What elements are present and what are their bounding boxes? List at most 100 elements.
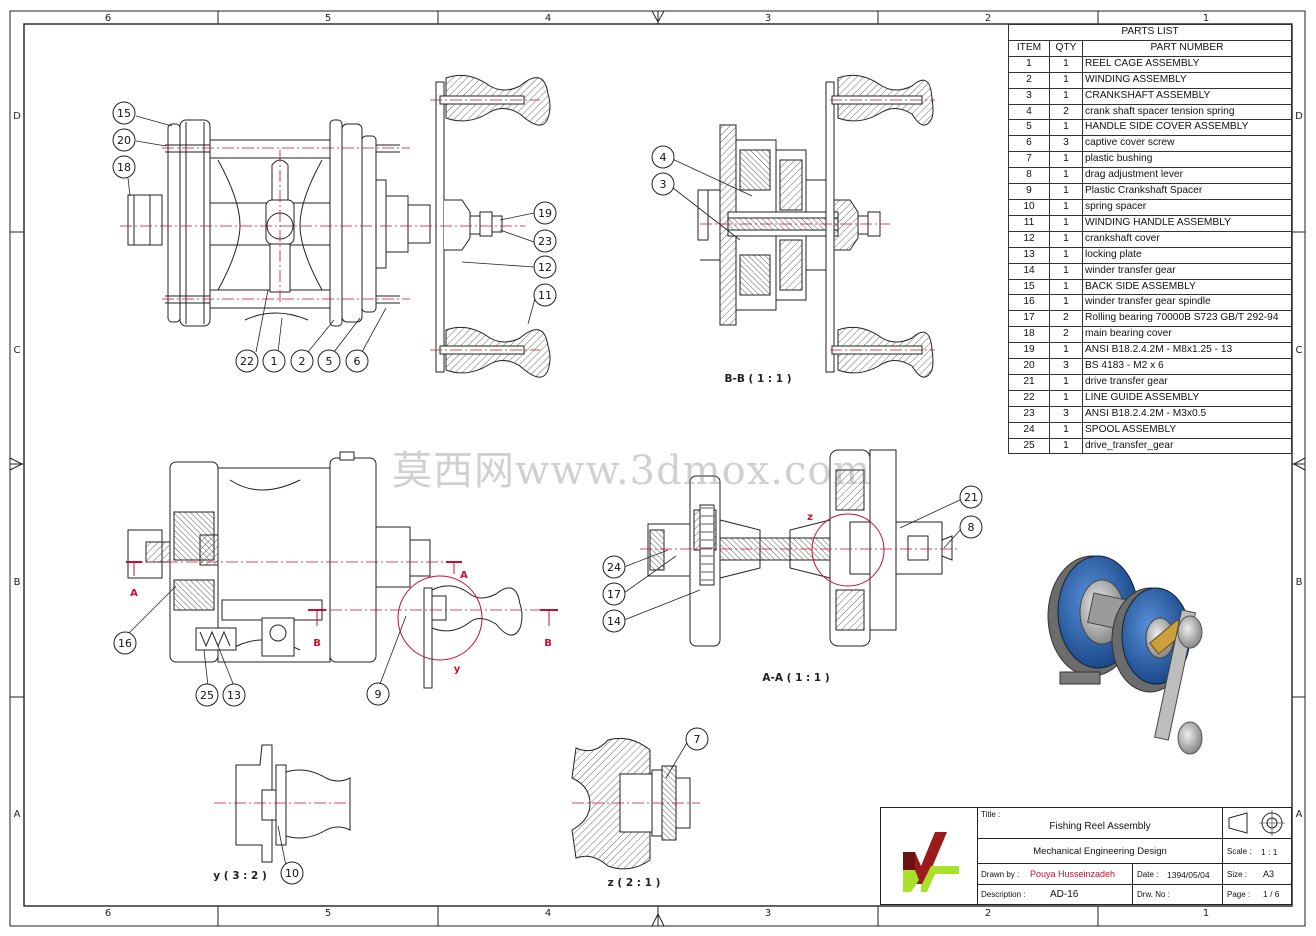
zone-top-3: 3: [765, 13, 771, 24]
svg-text:11: 11: [538, 289, 552, 302]
svg-text:10: 10: [285, 867, 299, 880]
detail-circle-y: [397, 575, 483, 661]
parts-qty-cell: 1: [1049, 342, 1083, 360]
parts-number-cell: BS 4183 - M2 x 6: [1082, 358, 1292, 375]
title-cell: Title : Fishing Reel Assembly: [977, 807, 1223, 839]
parts-item-cell: 16: [1008, 294, 1050, 312]
parts-number-cell: SPOOL ASSEMBLY: [1082, 421, 1292, 439]
section-bb: [697, 74, 934, 378]
parts-qty-cell: 2: [1049, 326, 1083, 344]
parts-item-cell: 17: [1008, 310, 1050, 328]
size-value: A3: [1263, 869, 1275, 879]
parts-header-part-number: PART NUMBER: [1082, 39, 1292, 57]
balloon-12: 12: [533, 255, 557, 279]
parts-number-cell: HANDLE SIDE COVER ASSEMBLY: [1082, 119, 1292, 137]
parts-item-cell: 19: [1008, 342, 1050, 360]
parts-qty-cell: 1: [1049, 373, 1083, 391]
svg-text:4: 4: [660, 151, 667, 164]
zone-bottom-1: 1: [1203, 908, 1209, 919]
svg-text:6: 6: [354, 355, 361, 368]
parts-qty-cell: 3: [1049, 135, 1083, 153]
balloon-6: 6: [345, 349, 369, 373]
parts-item-cell: 20: [1008, 358, 1050, 375]
balloon-16: 16: [113, 631, 137, 655]
parts-qty-cell: 1: [1049, 421, 1083, 439]
parts-qty-cell: 1: [1049, 87, 1083, 105]
description-label: Description :: [981, 890, 1026, 899]
drawing-number-cell: Drw. No :: [1132, 884, 1223, 905]
parts-item-cell: 12: [1008, 230, 1050, 248]
parts-number-cell: winder transfer gear: [1082, 262, 1292, 280]
svg-text:17: 17: [607, 588, 621, 601]
view-label-bb: B-B ( 1 : 1 ): [724, 373, 791, 385]
parts-header-qty: QTY: [1049, 39, 1083, 57]
scale-cell: Scale : 1 : 1: [1222, 838, 1292, 864]
zone-labels: 6 5 4 3 2 1 6 5 4 3 2 1 D C B A D C B A: [13, 13, 1303, 919]
balloon-22: 22: [235, 349, 259, 373]
parts-item-cell: 10: [1008, 198, 1050, 216]
parts-qty-cell: 1: [1049, 214, 1083, 232]
leader-lines: [127, 115, 963, 867]
balloon-3: 3: [651, 172, 675, 196]
view-label-aa: A-A ( 1 : 1 ): [762, 672, 829, 684]
parts-item-cell: 9: [1008, 183, 1050, 200]
parts-item-cell: 13: [1008, 246, 1050, 264]
svg-text:25: 25: [200, 689, 214, 702]
parts-qty-cell: 1: [1049, 246, 1083, 264]
zone-left-b: B: [14, 577, 21, 588]
parts-number-cell: drive_transfer_gear: [1082, 437, 1292, 455]
parts-qty-cell: 1: [1049, 55, 1083, 73]
sheet-frame: [9, 10, 1306, 927]
size-label: Size :: [1227, 870, 1248, 879]
parts-item-cell: 5: [1008, 119, 1050, 137]
detail-label-y: y: [454, 664, 461, 675]
parts-qty-cell: 1: [1049, 119, 1083, 137]
cut-label-b-left: B: [313, 638, 321, 649]
parts-item-cell: 21: [1008, 373, 1050, 391]
parts-list-title: PARTS LIST: [1008, 24, 1292, 41]
svg-text:7: 7: [694, 733, 701, 746]
parts-number-cell: REEL CAGE ASSEMBLY: [1082, 55, 1292, 73]
balloon-17: 17: [602, 582, 626, 606]
balloon-23: 23: [533, 229, 557, 253]
balloon-24: 24: [602, 555, 626, 579]
detail-z-view: [571, 737, 691, 870]
parts-item-cell: 4: [1008, 103, 1050, 121]
title-block: Title : Fishing Reel Assembly Mechanical…: [880, 807, 1292, 905]
date-label: Date :: [1137, 870, 1159, 879]
detail-label-z: z: [807, 512, 813, 523]
parts-number-cell: crankshaft cover: [1082, 230, 1292, 248]
balloon-1: 1: [262, 349, 286, 373]
svg-text:9: 9: [375, 688, 382, 701]
svg-text:15: 15: [117, 107, 131, 120]
detail-circle-z: [811, 513, 885, 587]
balloon-13: 13: [222, 683, 246, 707]
balloon-14: 14: [602, 609, 626, 633]
parts-item-cell: 7: [1008, 151, 1050, 169]
parts-qty-cell: 3: [1049, 358, 1083, 375]
parts-item-cell: 3: [1008, 87, 1050, 105]
drawing-number-label: Drw. No :: [1137, 890, 1170, 899]
parts-item-cell: 18: [1008, 326, 1050, 344]
svg-text:14: 14: [607, 615, 621, 628]
scale-label: Scale :: [1227, 847, 1252, 856]
drawing-title: Fishing Reel Assembly: [1049, 821, 1151, 832]
section-bb-centerlines: [700, 99, 935, 351]
svg-text:18: 18: [117, 161, 131, 174]
svg-text:3: 3: [660, 178, 667, 191]
svg-text:21: 21: [964, 491, 978, 504]
parts-number-cell: main bearing cover: [1082, 326, 1292, 344]
